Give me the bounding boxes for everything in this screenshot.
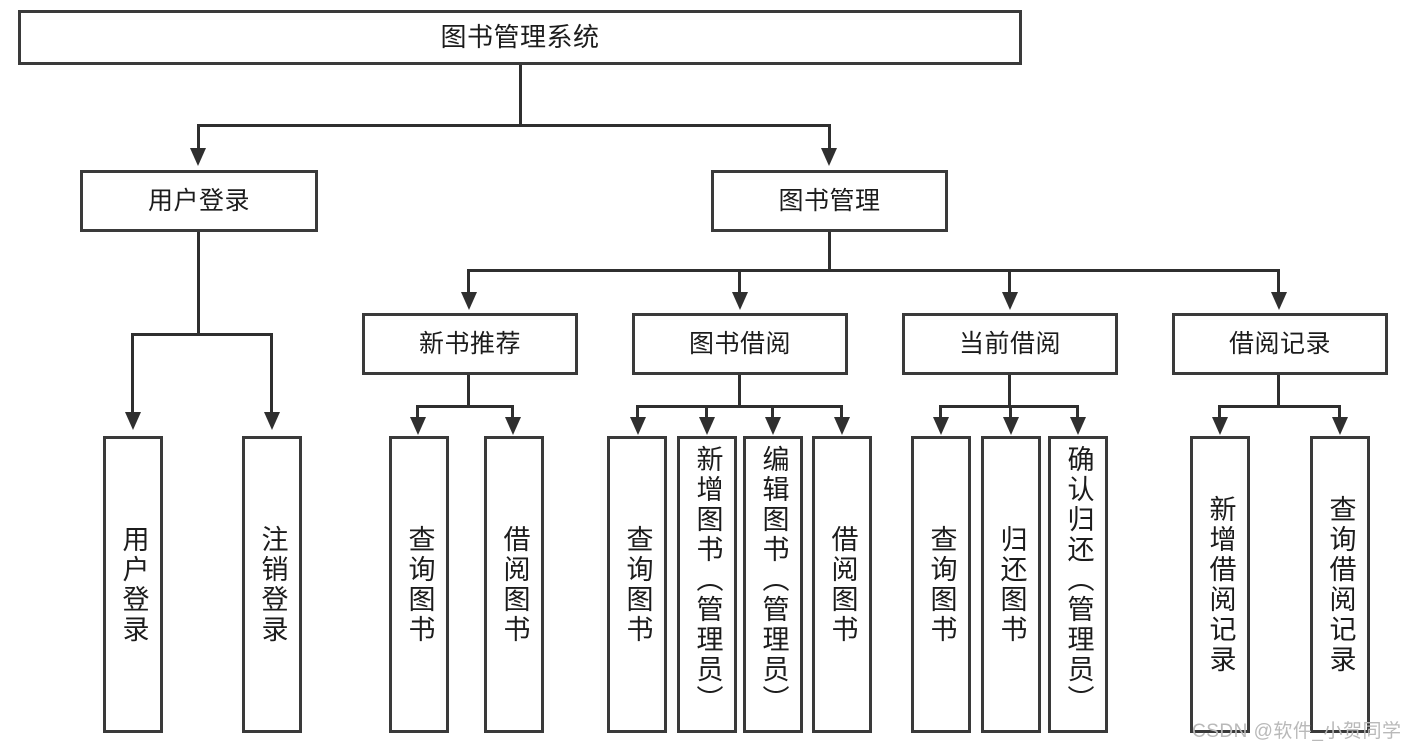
connector-book-borrow-bus: [637, 405, 843, 408]
connector-book-mgmt-bus: [468, 269, 1280, 272]
connector-root-bus: [198, 124, 830, 127]
leaf-confirm-return-admin[interactable]: 确认归还（管理员）: [1048, 436, 1108, 733]
connector-root-drop-2: [828, 124, 831, 152]
node-label: 注销登录: [257, 524, 288, 645]
connector-book-borrow-drop-2: [705, 405, 708, 419]
arrowhead-new-book-leaf-2: [505, 417, 521, 435]
arrowhead-book-borrow-leaf-1: [630, 417, 646, 435]
leaf-borrow-book-recommend[interactable]: 借阅图书: [484, 436, 544, 733]
leaf-query-borrow-record[interactable]: 查询借阅记录: [1310, 436, 1370, 733]
leaf-user-login[interactable]: 用户登录: [103, 436, 163, 733]
arrowhead-borrow-record-leaf-1: [1212, 417, 1228, 435]
node-label: 图书管理: [778, 186, 881, 215]
arrowhead-to-user-login: [190, 148, 206, 166]
connector-book-borrow-stem: [738, 375, 741, 407]
connector-user-login-drop-1: [131, 333, 134, 415]
connector-book-mgmt-stem: [828, 232, 831, 271]
arrowhead-new-book-leaf-1: [410, 417, 426, 435]
arrowhead-user-login-leaf-1: [125, 412, 141, 430]
connector-book-mgmt-drop-1: [467, 269, 470, 294]
connector-book-borrow-drop-1: [636, 405, 639, 419]
node-current-borrow[interactable]: 当前借阅: [902, 313, 1118, 375]
node-label: 编辑图书（管理员）: [758, 445, 789, 715]
node-user-login[interactable]: 用户登录: [80, 170, 318, 232]
arrowhead-current-borrow-leaf-1: [933, 417, 949, 435]
node-label: 新增借阅记录: [1205, 494, 1236, 675]
node-label: 图书借阅: [688, 329, 791, 358]
node-label: 用户登录: [147, 186, 250, 215]
connector-user-login-drop-2: [270, 333, 273, 415]
connector-book-borrow-drop-4: [840, 405, 843, 419]
arrowhead-to-new-book-recommend: [461, 292, 477, 310]
node-label: 借阅图书: [499, 524, 530, 645]
connector-book-borrow-drop-3: [771, 405, 774, 419]
arrowhead-current-borrow-leaf-2: [1003, 417, 1019, 435]
node-label: 查询借阅记录: [1325, 494, 1356, 675]
connector-root-stem: [519, 65, 522, 125]
node-label: 借阅图书: [827, 524, 858, 645]
connector-new-book-drop-2: [511, 405, 514, 419]
node-label: 查询图书: [404, 524, 435, 645]
node-borrow-record[interactable]: 借阅记录: [1172, 313, 1388, 375]
watermark-text: CSDN @软件_小贺同学: [1192, 721, 1402, 742]
connector-root-drop-1: [197, 124, 200, 152]
connector-borrow-record-stem: [1277, 375, 1280, 407]
connector-new-book-bus: [417, 405, 514, 408]
node-label: 用户登录: [118, 524, 149, 645]
arrowhead-to-current-borrow: [1002, 292, 1018, 310]
leaf-edit-book-admin[interactable]: 编辑图书（管理员）: [743, 436, 803, 733]
leaf-add-borrow-record[interactable]: 新增借阅记录: [1190, 436, 1250, 733]
arrowhead-to-book-borrow: [732, 292, 748, 310]
node-label: 查询图书: [926, 524, 957, 645]
connector-user-login-stem: [197, 232, 200, 334]
connector-borrow-record-drop-1: [1218, 405, 1221, 419]
leaf-query-book-recommend[interactable]: 查询图书: [389, 436, 449, 733]
node-label: 新书推荐: [418, 329, 521, 358]
node-label: 当前借阅: [958, 329, 1061, 358]
leaf-query-book-borrow[interactable]: 查询图书: [607, 436, 667, 733]
arrowhead-book-borrow-leaf-2: [699, 417, 715, 435]
leaf-query-book-current[interactable]: 查询图书: [911, 436, 971, 733]
connector-current-borrow-drop-2: [1009, 405, 1012, 419]
arrowhead-borrow-record-leaf-2: [1332, 417, 1348, 435]
leaf-borrow-book[interactable]: 借阅图书: [812, 436, 872, 733]
arrowhead-to-book-mgmt: [821, 148, 837, 166]
connector-new-book-stem: [467, 375, 470, 407]
node-label: 确认归还（管理员）: [1063, 445, 1094, 715]
node-label: 归还图书: [996, 524, 1027, 645]
node-root-library-system[interactable]: 图书管理系统: [18, 10, 1022, 65]
node-book-management[interactable]: 图书管理: [711, 170, 948, 232]
connector-current-borrow-stem: [1008, 375, 1011, 407]
leaf-return-book[interactable]: 归还图书: [981, 436, 1041, 733]
connector-user-login-bus: [133, 333, 273, 336]
leaf-add-book-admin[interactable]: 新增图书（管理员）: [677, 436, 737, 733]
connector-borrow-record-drop-2: [1338, 405, 1341, 419]
connector-current-borrow-drop-3: [1076, 405, 1079, 419]
arrowhead-book-borrow-leaf-3: [765, 417, 781, 435]
arrowhead-user-login-leaf-2: [264, 412, 280, 430]
node-label: 图书管理系统: [440, 21, 600, 52]
arrowhead-to-borrow-record: [1271, 292, 1287, 310]
node-new-book-recommend[interactable]: 新书推荐: [362, 313, 578, 375]
connector-borrow-record-bus: [1219, 405, 1341, 408]
connector-book-mgmt-drop-4: [1277, 269, 1280, 294]
connector-book-mgmt-drop-2: [738, 269, 741, 294]
connector-current-borrow-drop-1: [939, 405, 942, 419]
leaf-user-logout[interactable]: 注销登录: [242, 436, 302, 733]
node-label: 查询图书: [622, 524, 653, 645]
connector-book-mgmt-drop-3: [1008, 269, 1011, 294]
node-book-borrow[interactable]: 图书借阅: [632, 313, 848, 375]
node-label: 借阅记录: [1228, 329, 1331, 358]
arrowhead-current-borrow-leaf-3: [1070, 417, 1086, 435]
node-label: 新增图书（管理员）: [692, 445, 723, 715]
connector-new-book-drop-1: [416, 405, 419, 419]
arrowhead-book-borrow-leaf-4: [834, 417, 850, 435]
